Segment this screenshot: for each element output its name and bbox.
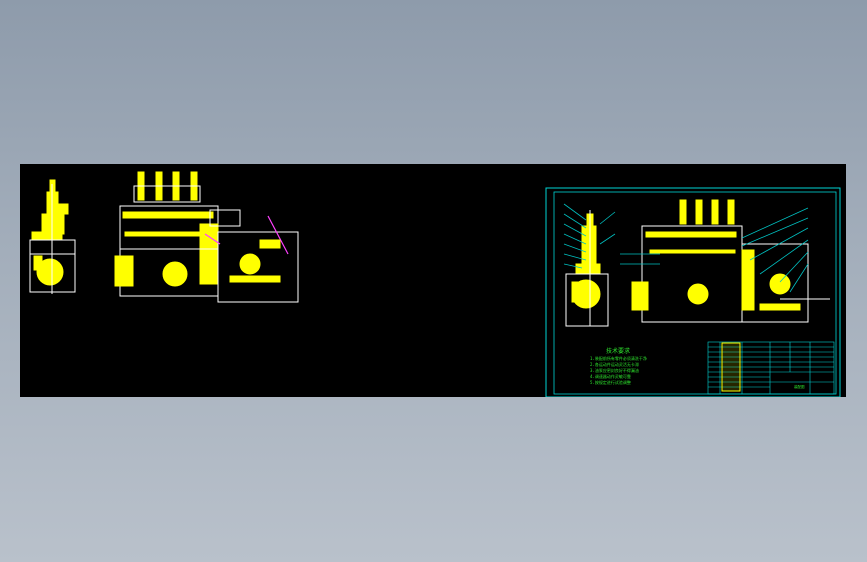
title-block-name: 装配图 [794, 384, 805, 389]
drawing-frame [553, 191, 837, 395]
sheet-front-view-icon [631, 199, 830, 323]
cad-viewport[interactable]: 技术要求 1.装配前所有零件必须清洗干净 2.各运动件运动灵活无卡滞 3.油泵应… [20, 164, 846, 397]
side-view-icon [29, 179, 76, 294]
tech-note-line: 2.各运动件运动灵活无卡滞 [590, 361, 639, 367]
tech-note-line: 4.调速器动作灵敏可靠 [590, 373, 631, 379]
leader-lines-left [563, 203, 616, 269]
tech-note-line: 3.油泵应密封良好不得漏油 [590, 367, 639, 373]
title-block: 装配图 [707, 341, 835, 395]
tech-notes: 技术要求 1.装配前所有零件必须清洗干净 2.各运动件运动灵活无卡滞 3.油泵应… [590, 347, 647, 385]
tech-note-line: 1.装配前所有零件必须清洗干净 [590, 355, 647, 361]
tech-note-line: 5.按规定进行试验调整 [590, 379, 631, 385]
leader-lines-right [620, 207, 809, 293]
sheet-side-view-icon [565, 210, 609, 327]
tech-notes-title: 技术要求 [606, 347, 630, 355]
front-view-icon [114, 171, 299, 303]
cad-canvas[interactable]: 技术要求 1.装配前所有零件必须清洗干净 2.各运动件运动灵活无卡滞 3.油泵应… [20, 164, 846, 397]
